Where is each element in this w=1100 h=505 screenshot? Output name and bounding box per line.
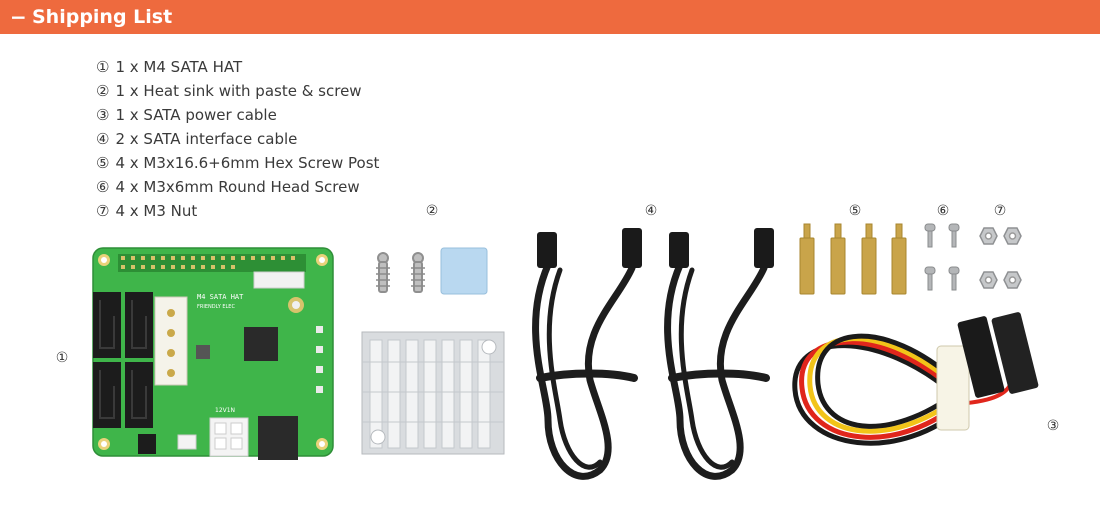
item-text: 1 x Heat sink with paste & screw [115, 82, 362, 100]
section-header[interactable]: − Shipping List [0, 0, 1100, 34]
hex-post-callout: ⑤ [848, 203, 862, 219]
power-cable-callout: ③ [1046, 418, 1060, 434]
board-title-label: M4 SATA HAT [197, 293, 244, 301]
item-text: 1 x M4 SATA HAT [115, 58, 243, 76]
item-number: ⑤ [96, 154, 110, 172]
list-item: ⑤ 4 x M3x16.6+6mm Hex Screw Post [96, 151, 379, 175]
shipping-list: ① 1 x M4 SATA HAT ② 1 x Heat sink with pas… [96, 55, 379, 223]
list-item: ⑦ 4 x M3 Nut [96, 199, 379, 223]
hex-screw-posts [799, 223, 907, 295]
item-text: 2 x SATA interface cable [115, 130, 298, 148]
board-power-label: 12V1N [215, 407, 235, 414]
item-number: ④ [96, 130, 110, 148]
sata-hat-board: M4 SATA HAT FRIENDLY ELEC 12V1N [92, 247, 334, 460]
item-number: ⑥ [96, 178, 110, 196]
section-title: Shipping List [32, 6, 173, 28]
board-callout: ① [55, 350, 69, 366]
round-head-screws [924, 223, 960, 291]
collapse-icon[interactable]: − [10, 5, 27, 29]
board-brand-label: FRIENDLY ELEC [197, 304, 235, 310]
sata-connector-heads [537, 228, 774, 268]
item-number: ⑦ [96, 202, 110, 220]
power-cable-connectors [936, 312, 1039, 431]
screw-callout: ⑥ [936, 203, 950, 219]
item-text: 4 x M3x6mm Round Head Screw [115, 178, 360, 196]
list-item: ⑥ 4 x M3x6mm Round Head Screw [96, 175, 379, 199]
item-number: ① [96, 58, 110, 76]
item-number: ③ [96, 106, 110, 124]
sata-cable-callout: ④ [644, 203, 658, 219]
list-item: ③ 1 x SATA power cable [96, 103, 379, 127]
sata-data-cables [532, 261, 770, 480]
heat-sink-kit [361, 247, 505, 455]
list-item: ① 1 x M4 SATA HAT [96, 55, 379, 79]
nut-callout: ⑦ [993, 203, 1007, 219]
item-text: 4 x M3x16.6+6mm Hex Screw Post [115, 154, 380, 172]
item-text: 4 x M3 Nut [115, 202, 198, 220]
item-text: 1 x SATA power cable [115, 106, 277, 124]
m3-nuts [979, 227, 1022, 289]
list-item: ④ 2 x SATA interface cable [96, 127, 379, 151]
list-item: ② 1 x Heat sink with paste & screw [96, 79, 379, 103]
heatsink-callout: ② [425, 203, 439, 219]
sata-power-cable [792, 333, 1012, 446]
item-number: ② [96, 82, 110, 100]
